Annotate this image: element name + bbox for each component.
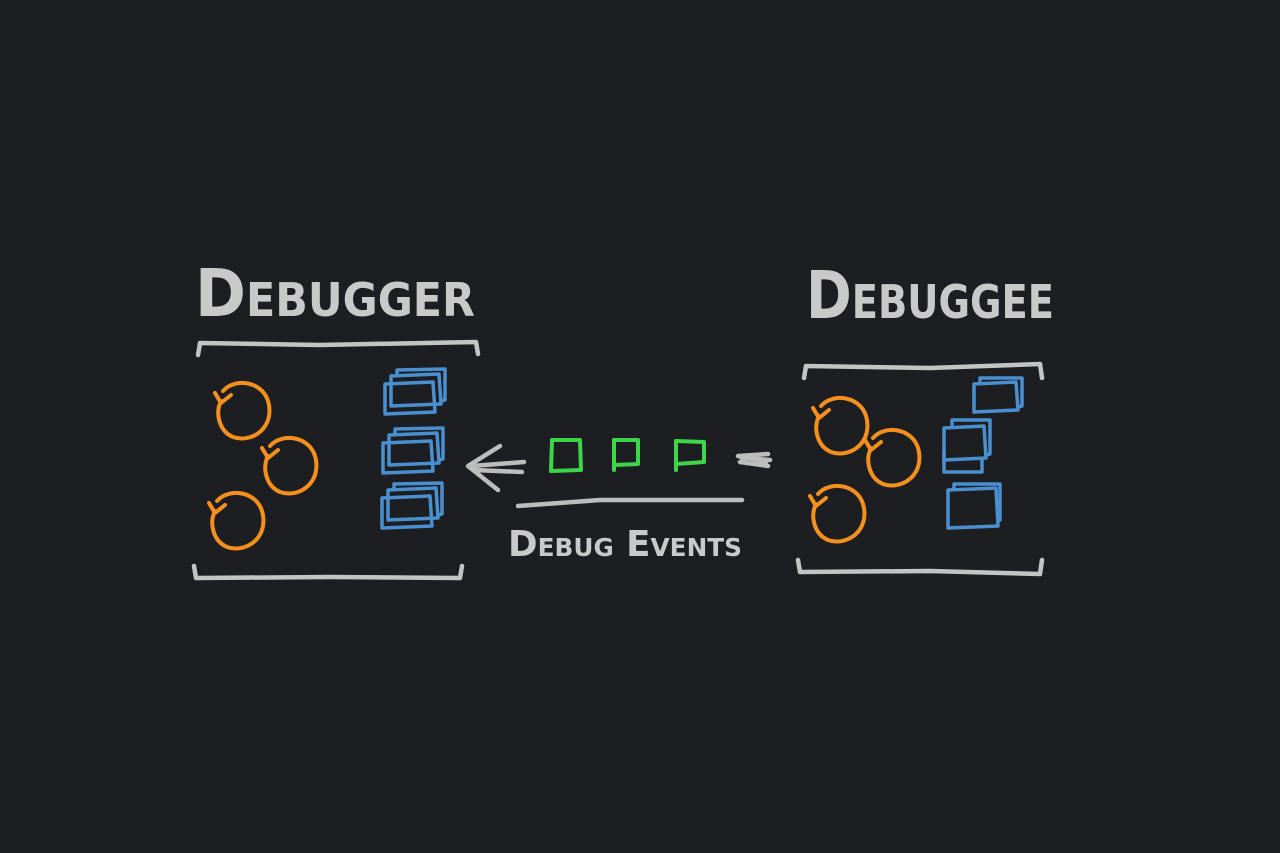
debugger-threads <box>207 381 319 551</box>
debugger-top-bracket <box>195 339 481 358</box>
debuggee-threads <box>808 396 922 544</box>
stacked-window-icon <box>380 481 444 530</box>
flag-icon <box>612 438 640 472</box>
debuggee-title: Debuggee <box>806 257 1054 334</box>
debuggee-panel: Debuggee <box>795 257 1054 577</box>
stacked-window-icon <box>946 482 1002 530</box>
outgoing-arrow-icon <box>465 443 527 493</box>
stacked-window-icon <box>942 418 992 474</box>
debuggee-bottom-bracket <box>795 557 1045 577</box>
incoming-arrow-icon <box>735 451 773 469</box>
flag-icon <box>549 438 583 473</box>
debuggee-top-bracket <box>801 361 1045 381</box>
debugger-panel: Debugger <box>191 255 481 581</box>
circular-arrow-icon <box>808 484 867 544</box>
debugger-title: Debugger <box>195 255 475 332</box>
debugger-stack-frames <box>380 367 447 530</box>
stacked-window-icon <box>972 376 1024 414</box>
stacked-window-icon <box>383 367 447 416</box>
debug-event-flags <box>549 438 706 473</box>
circular-arrow-icon <box>207 491 266 551</box>
circular-arrow-icon <box>863 428 922 488</box>
debuggee-stack-frames <box>942 376 1024 530</box>
debug-events-label: Debug Events <box>508 524 742 565</box>
flag-icon <box>674 439 706 472</box>
debugger-bottom-bracket <box>191 563 465 581</box>
stacked-window-icon <box>381 426 445 475</box>
circular-arrow-icon <box>811 396 870 456</box>
circular-arrow-icon <box>260 436 319 496</box>
debug-events-channel: Debug Events <box>465 438 773 565</box>
debug-events-underline <box>515 497 745 509</box>
circular-arrow-icon <box>213 381 272 441</box>
